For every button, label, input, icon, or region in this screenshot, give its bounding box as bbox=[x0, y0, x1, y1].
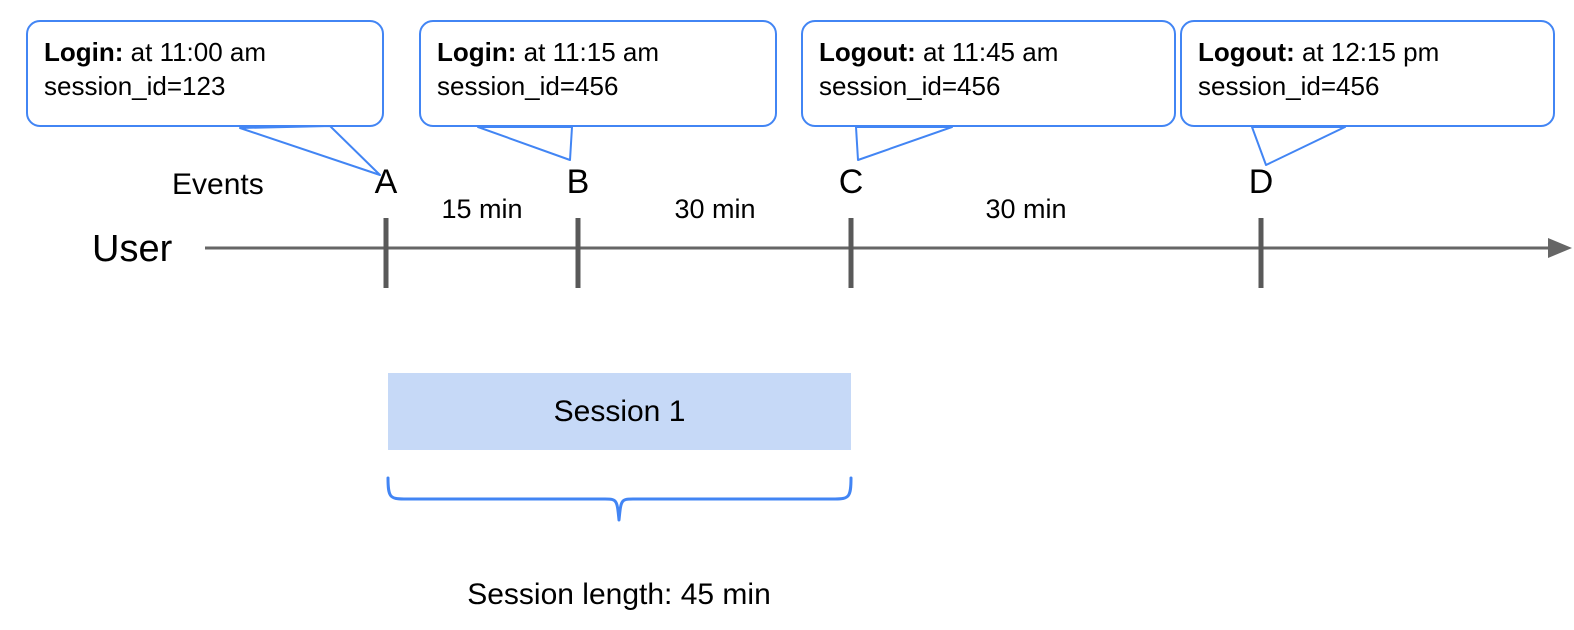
callout-bubble-1[interactable]: Login: at 11:00 am session_id=123 bbox=[26, 20, 384, 127]
callout-line-1: Login: at 11:00 am bbox=[44, 36, 366, 70]
events-row-label: Events bbox=[172, 168, 264, 201]
callout-tail-2 bbox=[477, 126, 573, 161]
gap-label-c-d: 30 min bbox=[985, 194, 1067, 224]
session-length-caption: Session length: 45 min bbox=[467, 578, 771, 611]
callout-line-1: Login: at 11:15 am bbox=[437, 36, 759, 70]
callout-event-label: Login: bbox=[44, 37, 124, 67]
callout-event-label: Login: bbox=[437, 37, 517, 67]
callout-time-label: at 11:15 am bbox=[523, 37, 660, 67]
callout-time-label: at 11:45 am bbox=[922, 37, 1059, 67]
gap-label-b-c: 30 min bbox=[674, 194, 756, 224]
callout-session-label: session_id=123 bbox=[44, 70, 226, 101]
callout-tail-4 bbox=[1251, 126, 1346, 166]
callout-event-label: Logout: bbox=[819, 37, 916, 67]
callout-event-label: Logout: bbox=[1198, 37, 1295, 67]
callout-session-label: session_id=456 bbox=[437, 70, 619, 101]
session-brace bbox=[386, 476, 853, 522]
callout-session-label: session_id=456 bbox=[1198, 70, 1380, 101]
event-letter-d: D bbox=[1248, 163, 1274, 201]
callout-bubble-2[interactable]: Login: at 11:15 am session_id=456 bbox=[419, 20, 777, 127]
session-bar-label: Session 1 bbox=[553, 394, 686, 428]
session-bar[interactable]: Session 1 bbox=[388, 373, 851, 450]
user-row-label: User bbox=[92, 228, 173, 270]
callout-line-1: Logout: at 11:45 am bbox=[819, 36, 1158, 70]
callout-time-label: at 11:00 am bbox=[130, 37, 267, 67]
callout-line-1: Logout: at 12:15 pm bbox=[1198, 36, 1537, 70]
gap-label-a-b: 15 min bbox=[441, 194, 523, 224]
event-letter-a: A bbox=[374, 163, 398, 201]
callout-bubble-4[interactable]: Logout: at 12:15 pm session_id=456 bbox=[1180, 20, 1555, 127]
event-letter-c: C bbox=[838, 163, 864, 201]
callout-time-label: at 12:15 pm bbox=[1301, 37, 1440, 67]
callout-session-label: session_id=456 bbox=[819, 70, 1001, 101]
callout-tail-3 bbox=[855, 126, 953, 161]
event-letter-b: B bbox=[566, 163, 590, 201]
callout-bubble-3[interactable]: Logout: at 11:45 am session_id=456 bbox=[801, 20, 1176, 127]
timeline-axis bbox=[205, 238, 1572, 258]
callout-tail-1 bbox=[239, 125, 381, 176]
